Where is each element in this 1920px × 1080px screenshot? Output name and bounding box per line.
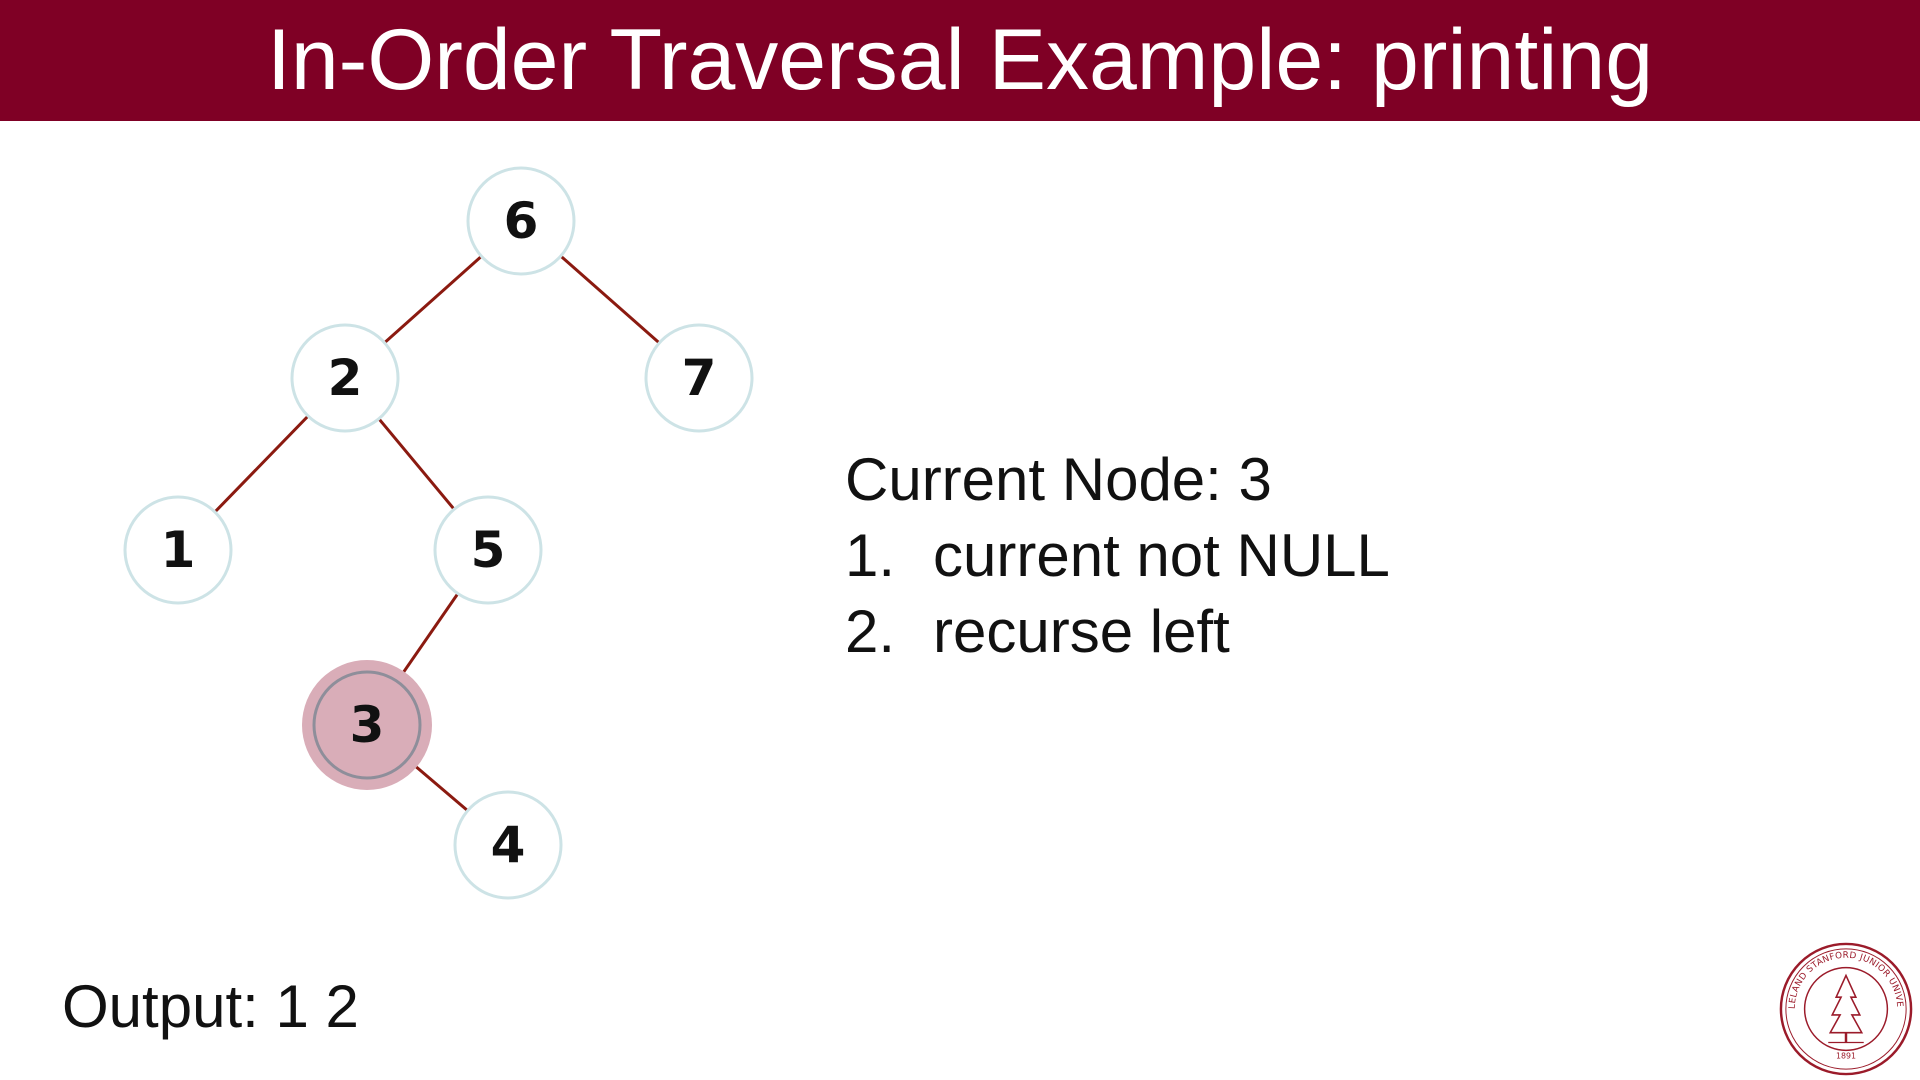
tree-node-7: 7 — [644, 323, 754, 433]
step-text: current not NULL — [933, 522, 1390, 589]
tree-node-3: 3 — [302, 660, 432, 790]
tree-node-6: 6 — [466, 166, 576, 276]
node-circle — [290, 323, 400, 433]
node-label: 3 — [350, 696, 385, 754]
tree-node-1: 1 — [123, 495, 233, 605]
node-circle — [433, 495, 543, 605]
node-label: 1 — [161, 521, 196, 579]
node-label: 6 — [504, 192, 539, 250]
seal-year: 1891 — [1836, 1051, 1856, 1060]
tree-node-5: 5 — [433, 495, 543, 605]
title-bar: In-Order Traversal Example: printing — [0, 0, 1920, 121]
stanford-seal-icon: LELAND STANFORD JUNIOR UNIVERSITY 1891 — [1777, 940, 1913, 1076]
step-number: 2. — [845, 598, 896, 665]
node-circle — [312, 670, 422, 780]
node-label: 4 — [491, 816, 526, 874]
slide-title: In-Order Traversal Example: printing — [266, 12, 1654, 108]
node-label: 5 — [471, 521, 506, 579]
node-label: 7 — [682, 349, 717, 407]
current-node-label: Current Node: 3 — [845, 446, 1272, 513]
info-panel: Current Node: 3 1. current not NULL 2. rec… — [845, 442, 1390, 670]
node-circle — [466, 166, 576, 276]
step-1: 1. current not NULL — [845, 518, 1390, 594]
step-text: recurse left — [933, 598, 1230, 665]
node-circle — [123, 495, 233, 605]
tree-node-2: 2 — [290, 323, 400, 433]
node-circle — [453, 790, 563, 900]
current-node-highlight — [302, 660, 432, 790]
node-circle — [644, 323, 754, 433]
tree-node-4: 4 — [453, 790, 563, 900]
node-label: 2 — [328, 349, 363, 407]
step-number: 1. — [845, 522, 896, 589]
output-text: Output: 1 2 — [62, 973, 359, 1040]
step-2: 2. recurse left — [845, 594, 1390, 670]
